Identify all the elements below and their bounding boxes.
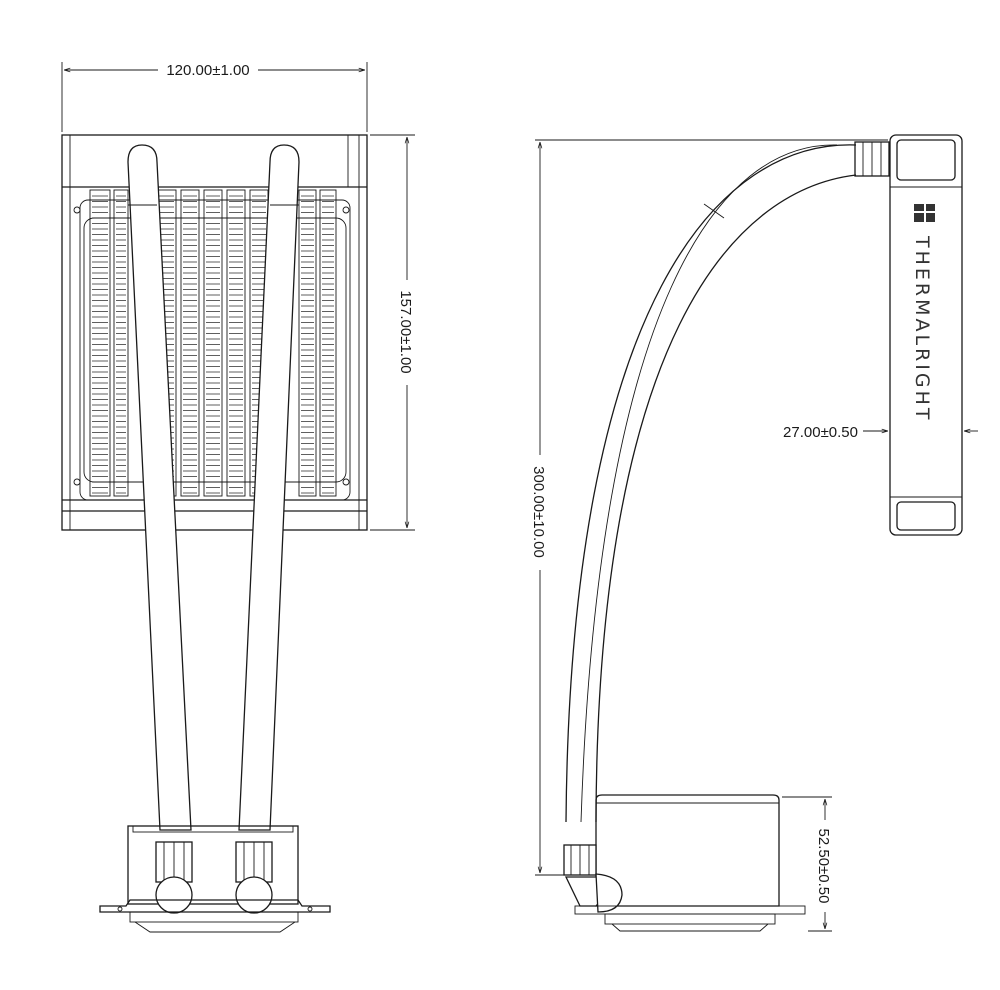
dimension-label: 300.00±10.00 xyxy=(530,466,547,558)
pump-side xyxy=(563,794,806,932)
dimension-label: 27.00±0.50 xyxy=(783,424,858,441)
tube-left xyxy=(127,144,192,831)
dimension-pump-height: 52.50±0.50 xyxy=(782,796,832,932)
fan-side xyxy=(889,134,963,536)
thermalright-logo-icon xyxy=(914,204,935,222)
brand-name: THERMALRIGHT xyxy=(911,235,933,423)
top-fitting xyxy=(854,141,890,177)
curved-tube xyxy=(565,144,857,823)
dimension-tube-length: 300.00±10.00 xyxy=(530,139,888,876)
side-view: THERMALRIGHT xyxy=(530,134,978,932)
front-view: 120.00±1.00 157.00±1.00 xyxy=(61,62,415,933)
dimension-label: 52.50±0.50 xyxy=(815,829,832,904)
fin-column xyxy=(226,189,246,497)
screw-icon xyxy=(73,478,81,486)
fin-column xyxy=(203,189,223,497)
fin-column xyxy=(298,189,317,497)
screw-icon xyxy=(342,478,350,486)
dimension-fan-thickness: 27.00±0.50 xyxy=(783,424,978,441)
tube-right xyxy=(238,144,300,831)
dimension-width: 120.00±1.00 xyxy=(61,62,368,132)
dimension-label: 157.00±1.00 xyxy=(397,290,414,373)
pump-block-front xyxy=(99,825,331,933)
fin-column xyxy=(319,189,337,497)
fin-column xyxy=(89,189,111,497)
screw-icon xyxy=(342,206,350,214)
fin-column xyxy=(180,189,200,497)
dimension-height: 157.00±1.00 xyxy=(370,134,415,531)
screw-icon xyxy=(73,206,81,214)
dimension-label: 120.00±1.00 xyxy=(166,62,249,79)
fin-column xyxy=(113,189,129,497)
radiator-fins xyxy=(89,189,337,497)
